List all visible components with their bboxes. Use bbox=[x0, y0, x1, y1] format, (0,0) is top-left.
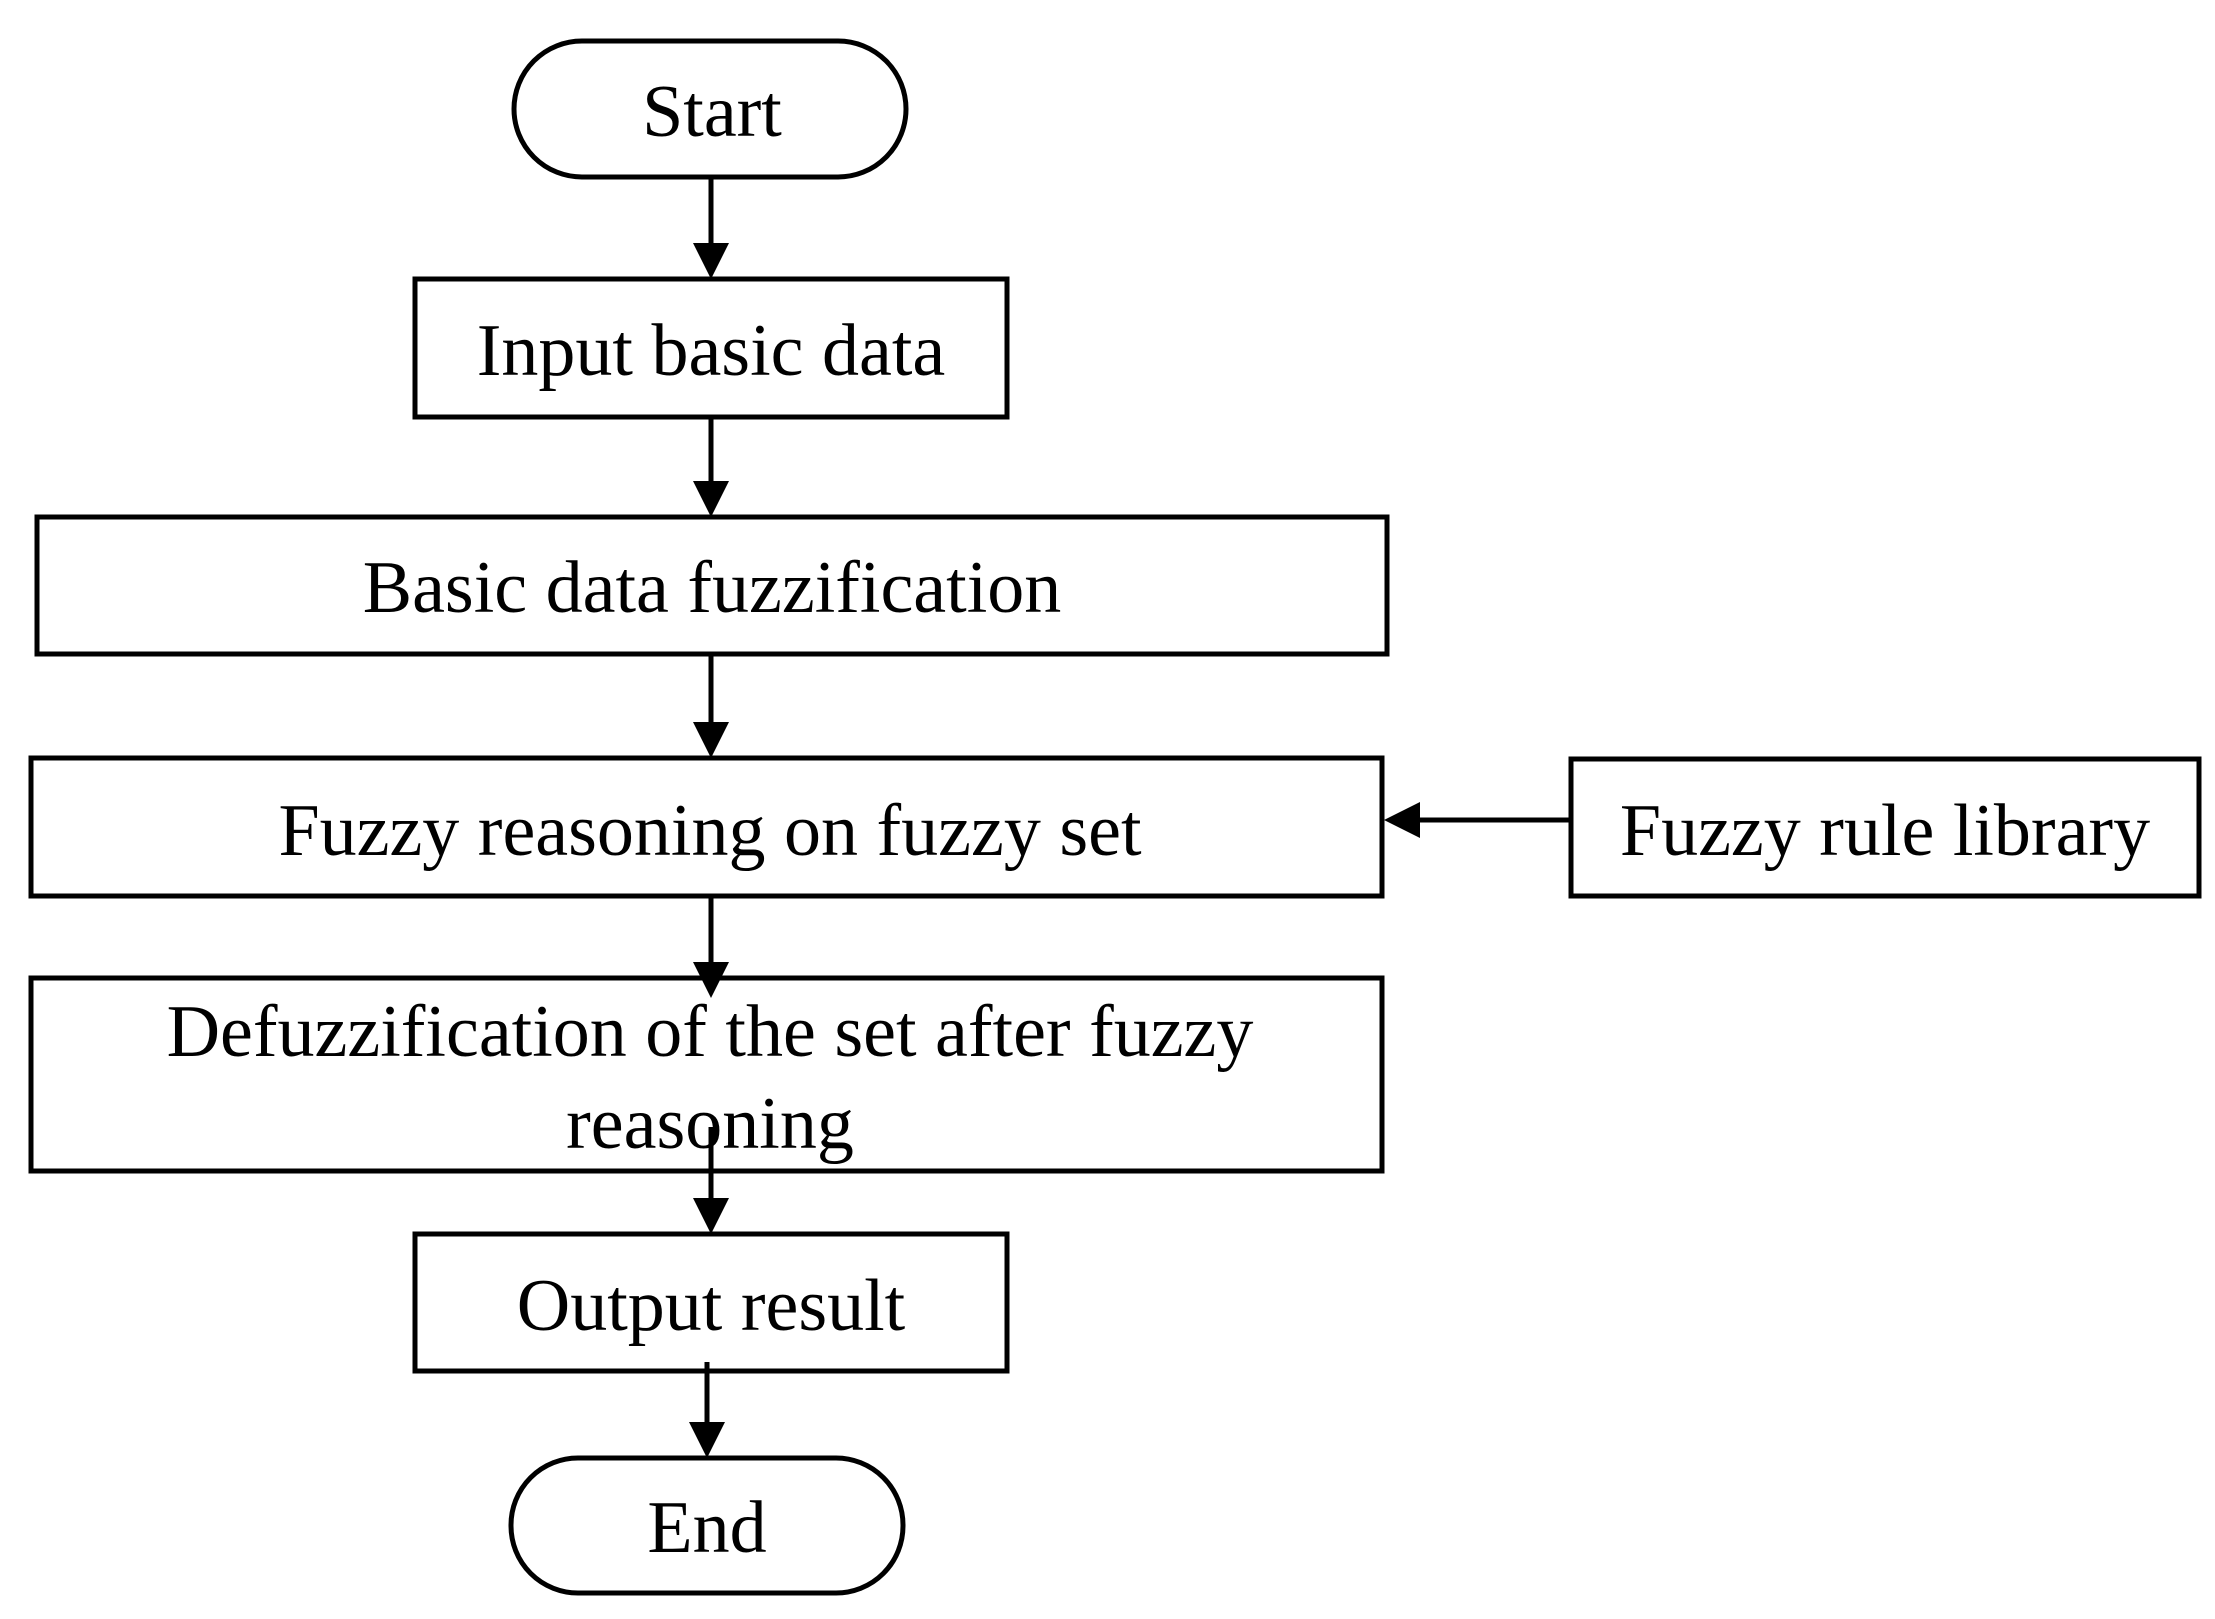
output-result-label: Output result bbox=[517, 1265, 906, 1347]
fuzzification-label: Basic data fuzzification bbox=[363, 547, 1062, 629]
arrow-start-to-input bbox=[693, 177, 729, 279]
arrow-fuzzification-to-reasoning bbox=[693, 654, 729, 758]
start-label: Start bbox=[642, 71, 782, 153]
arrow-input-to-fuzzification bbox=[693, 417, 729, 517]
defuzzification-label-line1: Defuzzification of the set after fuzzy bbox=[167, 991, 1254, 1073]
arrow-reasoning-to-defuzzification bbox=[693, 896, 729, 998]
output-result-box: Output result bbox=[412, 1231, 1010, 1374]
input-data-label: Input basic data bbox=[477, 310, 946, 392]
end-terminal: End bbox=[508, 1455, 906, 1596]
start-terminal: Start bbox=[511, 38, 909, 180]
rule-library-label: Fuzzy rule library bbox=[1620, 790, 2150, 872]
arrow-rule-library-to-reasoning bbox=[1384, 802, 1571, 838]
fuzzy-reasoning-box: Fuzzy reasoning on fuzzy set bbox=[28, 755, 1385, 899]
arrow-output-to-end bbox=[689, 1362, 725, 1458]
defuzzification-box: Defuzzification of the set after fuzzy r… bbox=[28, 975, 1385, 1174]
arrow-defuzzification-to-output bbox=[693, 1127, 729, 1234]
fuzzification-box: Basic data fuzzification bbox=[34, 514, 1390, 657]
input-data-box: Input basic data bbox=[412, 276, 1010, 420]
rule-library-box: Fuzzy rule library bbox=[1568, 756, 2202, 899]
end-label: End bbox=[647, 1487, 766, 1569]
fuzzy-reasoning-label: Fuzzy reasoning on fuzzy set bbox=[278, 790, 1142, 872]
